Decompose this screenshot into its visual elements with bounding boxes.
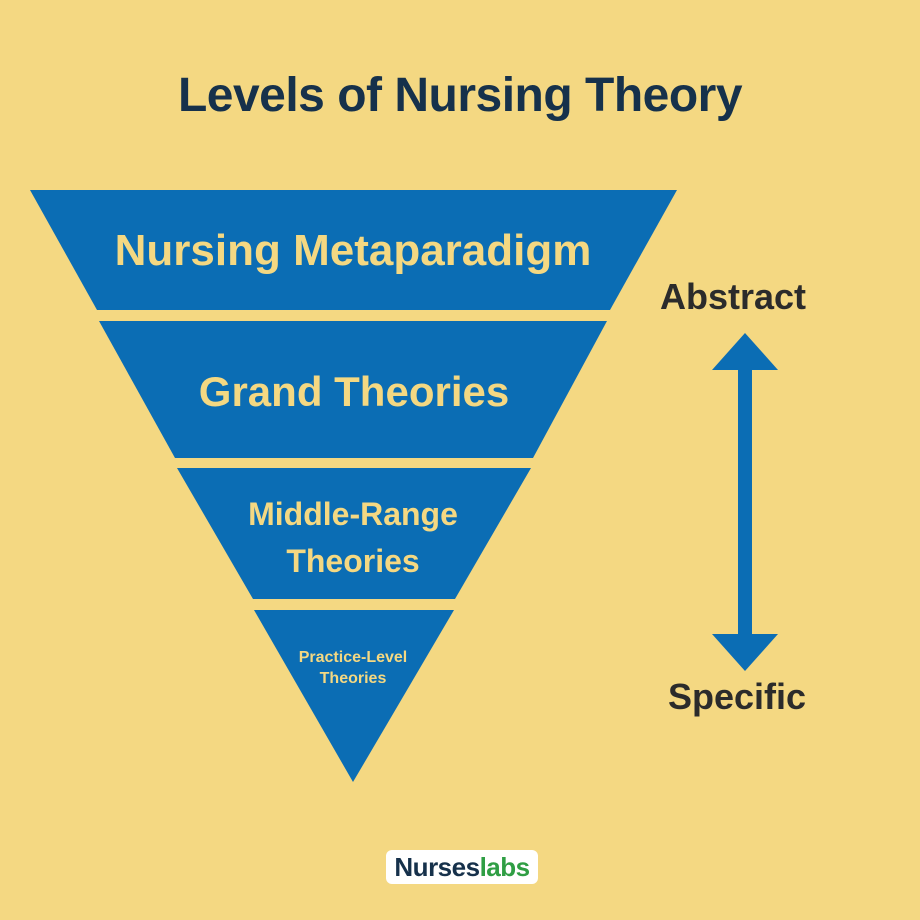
level-practice-level-theories: Practice-Level Theories — [254, 610, 454, 782]
abstract-specific-arrow — [712, 333, 778, 671]
level-3-band — [177, 468, 531, 599]
level-2-label: Grand Theories — [199, 368, 509, 415]
level-4-band — [254, 610, 454, 782]
abstract-label: Abstract — [660, 276, 807, 317]
arrow-head-up — [712, 333, 778, 370]
level-1-band — [30, 190, 677, 310]
level-1-label: Nursing Metaparadigm — [115, 226, 592, 275]
level-4-label-line-1: Practice-Level — [299, 649, 408, 666]
level-3-label-line-1: Middle-Range — [248, 496, 458, 532]
logo-text-labs: labs — [479, 851, 531, 882]
level-2-band — [99, 321, 607, 458]
arrow-head-down — [712, 634, 778, 671]
logo-text-nurses: Nurses — [394, 851, 480, 882]
level-grand-theories: Grand Theories — [99, 321, 607, 458]
arrow-shaft — [738, 368, 752, 636]
diagram-title: Levels of Nursing Theory — [177, 69, 743, 122]
level-nursing-metaparadigm: Nursing Metaparadigm — [30, 190, 677, 310]
level-middle-range-theories: Middle-Range Theories — [177, 468, 531, 599]
level-3-label-line-2: Theories — [286, 543, 419, 579]
specific-label: Specific — [668, 676, 807, 717]
level-4-label-line-2: Theories — [320, 670, 387, 687]
